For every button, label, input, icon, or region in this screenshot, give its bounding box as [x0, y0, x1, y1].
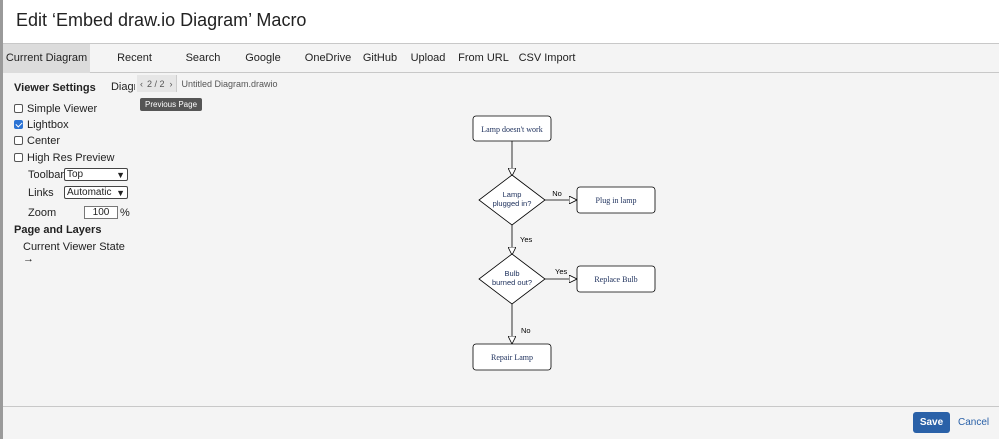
- diagram-viewer: ‹ 2 / 2 › Untitled Diagram.drawio Previo…: [135, 74, 999, 406]
- links-label: Links: [28, 187, 54, 199]
- viewer-settings-title: Viewer Settings: [14, 82, 96, 94]
- tab-github[interactable]: GitHub: [362, 52, 398, 64]
- dialog-header: Edit ‘Embed draw.io Diagram’ Macro: [3, 0, 999, 43]
- center-option[interactable]: Center: [14, 134, 60, 147]
- node-bulb-burned-out: Bulb burned out?: [478, 253, 546, 305]
- dialog-footer: Save Cancel: [3, 406, 999, 439]
- edge-label-no-2: No: [521, 326, 531, 335]
- node-text-repair: Repair Lamp: [491, 353, 533, 362]
- tab-upload[interactable]: Upload: [410, 52, 446, 64]
- center-checkbox[interactable]: [14, 136, 23, 145]
- node-repair-lamp: Repair Lamp: [472, 343, 552, 371]
- node-text-plug: Plug in lamp: [596, 196, 637, 205]
- page-and-layers-title: Page and Layers: [14, 224, 102, 236]
- node-text-decision2-line1: Bulb: [504, 269, 519, 278]
- tab-csv-import[interactable]: CSV Import: [518, 52, 576, 64]
- center-label: Center: [27, 134, 61, 147]
- cancel-link[interactable]: Cancel: [958, 417, 990, 428]
- edge-label-yes-1: Yes: [520, 235, 532, 244]
- tab-from-url[interactable]: From URL: [458, 52, 509, 64]
- save-button[interactable]: Save: [913, 412, 950, 433]
- flowchart-canvas: No Yes Yes No Lamp doesn't work Lamp plu…: [472, 115, 656, 371]
- current-viewer-state-link[interactable]: Current Viewer State →: [23, 241, 125, 265]
- node-text-decision1-line2: plugged in?: [493, 199, 532, 208]
- high-res-preview-checkbox[interactable]: [14, 153, 23, 162]
- high-res-preview-option[interactable]: High Res Preview: [14, 151, 114, 164]
- node-text-start: Lamp doesn't work: [481, 125, 542, 134]
- edge-label-yes-2: Yes: [555, 267, 567, 276]
- viewer-settings-panel: Viewer Settings Simple Viewer Lightbox C…: [3, 74, 135, 406]
- lightbox-option[interactable]: Lightbox: [14, 118, 69, 131]
- simple-viewer-option[interactable]: Simple Viewer: [14, 102, 97, 115]
- chevron-down-icon: ▼: [116, 188, 125, 198]
- chevron-down-icon: ▼: [116, 170, 125, 180]
- node-text-replace: Replace Bulb: [594, 275, 637, 284]
- diagram-filename: Untitled Diagram.drawio: [181, 78, 278, 89]
- page-indicator: 2 / 2: [147, 78, 165, 89]
- flowchart-edges: [512, 141, 576, 343]
- tab-google-drive[interactable]: Google Drive: [245, 52, 281, 93]
- node-text-decision1-line1: Lamp: [503, 190, 522, 199]
- toolbar-select[interactable]: Top ▼: [64, 168, 128, 181]
- links-select[interactable]: Automatic ▼: [64, 186, 128, 199]
- node-lamp-plugged-in: Lamp plugged in?: [478, 174, 546, 226]
- page-navigator: ‹ 2 / 2 ›: [137, 75, 177, 92]
- zoom-label: Zoom: [28, 207, 57, 219]
- zoom-unit: %: [120, 207, 130, 219]
- zoom-input[interactable]: 100: [84, 206, 118, 219]
- node-plug-in-lamp: Plug in lamp: [576, 186, 656, 214]
- toolbar-label: Toolbar: [28, 169, 65, 181]
- node-lamp-doesnt-work: Lamp doesn't work: [472, 115, 552, 142]
- viewer-toolbar: ‹ 2 / 2 › Untitled Diagram.drawio: [137, 75, 278, 92]
- tab-search[interactable]: Search: [185, 52, 221, 64]
- previous-page-tooltip: Previous Page: [140, 98, 203, 111]
- lightbox-checkbox[interactable]: [14, 120, 23, 129]
- tab-bar: Current Diagram Recent Diagrams Search G…: [3, 43, 999, 93]
- lightbox-label: Lightbox: [27, 118, 69, 131]
- simple-viewer-checkbox[interactable]: [14, 104, 23, 113]
- high-res-preview-label: High Res Preview: [27, 151, 115, 164]
- tab-current-diagram[interactable]: Current Diagram: [3, 44, 90, 73]
- simple-viewer-label: Simple Viewer: [27, 102, 98, 115]
- links-select-value: Automatic: [67, 187, 112, 198]
- node-replace-bulb: Replace Bulb: [576, 265, 656, 293]
- toolbar-select-value: Top: [67, 169, 84, 180]
- dialog-title: Edit ‘Embed draw.io Diagram’ Macro: [16, 10, 307, 30]
- node-text-decision2-line2: burned out?: [492, 278, 532, 287]
- tab-onedrive[interactable]: OneDrive: [304, 52, 352, 64]
- chevron-right-icon[interactable]: ›: [169, 78, 173, 89]
- tab-recent-diagrams[interactable]: Recent Diagrams: [111, 52, 158, 93]
- edge-label-no-1: No: [552, 189, 562, 198]
- chevron-left-icon[interactable]: ‹: [140, 78, 143, 89]
